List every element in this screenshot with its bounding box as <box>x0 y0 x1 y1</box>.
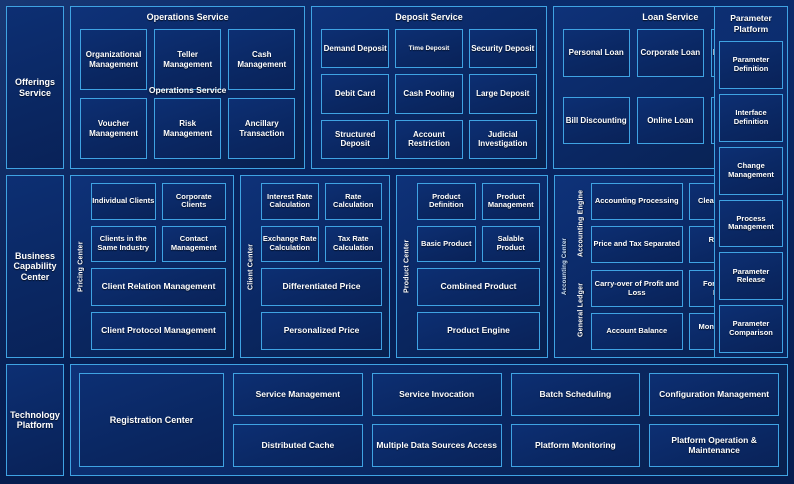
parameter-platform-title: Parameter Platform <box>719 11 783 36</box>
capability-box[interactable]: Interest Rate Calculation <box>261 183 319 220</box>
layer-label-offerings-service: Offerings Service <box>6 6 64 169</box>
capability-box[interactable]: Service Invocation <box>371 373 502 416</box>
capability-box[interactable]: Organizational Management <box>80 29 148 90</box>
capability-box[interactable]: Service Management <box>233 373 363 416</box>
offerings-label-line1: Offerings <box>14 77 55 88</box>
capability-box[interactable]: Platform Monitoring <box>510 424 641 467</box>
capability-box[interactable]: Online Loan <box>636 96 704 144</box>
capability-box[interactable]: Demand Deposit <box>321 29 390 69</box>
layer-technology-platform: Technology Platform Registration Center … <box>6 364 788 476</box>
capability-group-client-center: Client Center Interest Rate Calculation … <box>240 175 390 358</box>
group-vertical-label: Accounting Center <box>562 237 568 296</box>
capability-box[interactable]: Contact Management <box>161 225 226 263</box>
capability-group-pricing-center: Pricing Center Individual Clients Corpor… <box>70 175 234 358</box>
parameter-platform-title-line2: Platform <box>733 24 769 35</box>
capability-label-line3: Center <box>20 271 50 282</box>
capability-box[interactable]: Client Protocol Management <box>91 312 226 350</box>
capability-box[interactable]: Accounting Processing <box>591 183 683 220</box>
capability-box[interactable]: Clients in the Same Industry <box>91 225 156 263</box>
capability-box[interactable]: Parameter Definition <box>719 41 783 89</box>
offerings-label-line2: Service <box>18 87 51 98</box>
parameter-platform-title-line1: Parameter <box>730 13 772 23</box>
technology-platform-panel: Registration Center Service Management S… <box>70 364 788 476</box>
technology-label-line1: Technology <box>10 409 60 420</box>
capability-box[interactable]: Account Restriction <box>395 119 463 159</box>
capability-label-line1: Business <box>14 250 55 261</box>
capability-box[interactable]: Multiple Data Sources Access <box>371 424 502 467</box>
capability-box[interactable]: Differentiated Price <box>261 268 382 307</box>
capability-box[interactable]: Judicial Investigation <box>468 119 537 159</box>
capability-box[interactable]: Process Management <box>719 199 783 248</box>
offerings-service-groups: Operations Service Operations Service Or… <box>70 6 788 169</box>
capability-box[interactable]: Risk Management <box>154 98 222 159</box>
capability-box[interactable]: Large Deposit <box>468 74 537 114</box>
layer-label-business-capability-center: Business Capability Center <box>6 175 64 358</box>
capability-box[interactable]: Personalized Price <box>261 312 382 350</box>
capability-box[interactable]: Platform Operation & Maintenance <box>649 424 779 467</box>
capability-box[interactable]: Carry-over of Profit and Loss <box>591 270 683 307</box>
capability-box[interactable]: Corporate Loan <box>636 29 704 77</box>
capability-box[interactable]: Configuration Management <box>649 373 779 416</box>
group-vertical-label: Product Center <box>403 239 411 294</box>
capability-box[interactable]: Batch Scheduling <box>510 373 641 416</box>
capability-box[interactable]: Product Engine <box>417 312 540 350</box>
capability-groups: Pricing Center Individual Clients Corpor… <box>70 175 788 358</box>
capability-box[interactable]: Bill Discounting <box>562 96 630 144</box>
capability-box-registration-center[interactable]: Registration Center <box>79 373 224 467</box>
capability-box[interactable]: Salable Product <box>481 225 540 263</box>
capability-group-product-center: Product Center Product Definition Produc… <box>396 175 548 358</box>
subgroup-vertical-label: Accounting Engine <box>577 189 585 257</box>
capability-box[interactable]: Rate Calculation <box>324 183 382 220</box>
capability-box[interactable]: Change Management <box>719 146 783 195</box>
subgroup-vertical-label: General Ledger <box>577 282 585 338</box>
capability-box[interactable]: Product Definition <box>417 183 476 220</box>
capability-box[interactable]: Cash Pooling <box>395 74 463 114</box>
layer-business-capability-center: Business Capability Center Pricing Cente… <box>6 175 788 358</box>
capability-box[interactable]: Cash Management <box>228 29 296 90</box>
capability-box[interactable]: Voucher Management <box>80 98 148 159</box>
capability-box[interactable]: Time Deposit <box>395 29 463 69</box>
layer-offerings-service: Offerings Service Operations Service Ope… <box>6 6 788 169</box>
capability-label-line2: Capability <box>13 261 57 272</box>
capability-box[interactable]: Combined Product <box>417 268 540 307</box>
capability-box[interactable]: Debit Card <box>321 74 390 114</box>
capability-box[interactable]: Teller Management <box>154 29 222 90</box>
capability-box[interactable]: Price and Tax Separated <box>591 226 683 263</box>
capability-box[interactable]: Parameter Comparison <box>719 305 783 353</box>
service-panel-operations: Operations Service Operations Service Or… <box>70 6 306 169</box>
capability-box[interactable]: Corporate Clients <box>161 183 226 220</box>
parameter-platform-rail: Parameter Platform Parameter Definition … <box>714 6 788 358</box>
capability-box[interactable]: Client Relation Management <box>91 268 226 307</box>
capability-box[interactable]: Product Management <box>481 183 540 220</box>
capability-box[interactable]: Tax Rate Calculation <box>324 225 382 263</box>
capability-box[interactable]: Parameter Release <box>719 252 783 301</box>
capability-box[interactable]: Basic Product <box>417 225 476 263</box>
capability-box[interactable]: Distributed Cache <box>233 424 363 467</box>
group-vertical-label: Pricing Center <box>77 241 85 292</box>
service-panel-title: Loan Service <box>642 12 699 22</box>
capability-box[interactable]: Personal Loan <box>562 29 630 77</box>
capability-box[interactable]: Structured Deposit <box>321 119 390 159</box>
service-panel-deposit: Deposit Service Demand Deposit Time Depo… <box>311 6 547 169</box>
capability-box[interactable]: Exchange Rate Calculation <box>261 225 319 263</box>
service-panel-title: Deposit Service <box>395 12 463 22</box>
service-panel-title: Operations Service <box>146 12 229 22</box>
group-vertical-label: Client Center <box>247 243 255 290</box>
layer-label-technology-platform: Technology Platform <box>6 364 64 476</box>
capability-box[interactable]: Account Balance <box>591 313 683 350</box>
capability-box[interactable]: Ancillary Transaction <box>228 98 296 159</box>
technology-label-line2: Platform <box>16 420 54 430</box>
capability-box[interactable]: Security Deposit <box>468 29 537 69</box>
capability-box[interactable]: Interface Definition <box>719 93 783 142</box>
capability-box[interactable]: Individual Clients <box>91 183 156 220</box>
